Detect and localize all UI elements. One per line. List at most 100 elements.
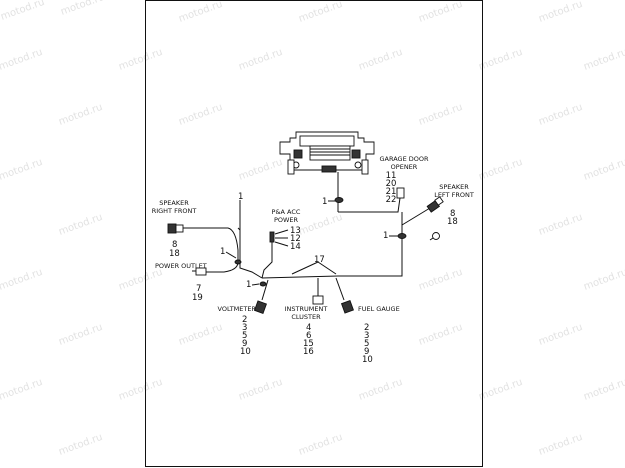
- power-outlet-connector: [192, 267, 207, 276]
- watermark: motod.ru: [537, 102, 584, 128]
- callout-number: 1: [220, 247, 225, 257]
- pa-acc-power-connector: [269, 231, 275, 243]
- callout-number: 14: [290, 242, 301, 252]
- watermark: motod.ru: [417, 102, 464, 128]
- callout-number: 2: [364, 323, 369, 333]
- watermark: motod.ru: [417, 267, 464, 293]
- component-labels: GARAGE DOOR OPENER SPEAKER LEFT FRONT SP…: [152, 155, 474, 321]
- watermark: motod.ru: [57, 212, 104, 238]
- watermark: motod.ru: [0, 47, 44, 73]
- label-voltmeter: VOLTMETER: [218, 305, 257, 313]
- callout-number: 13: [290, 226, 301, 236]
- watermark: motod.ru: [297, 212, 344, 238]
- watermark: motod.ru: [537, 0, 584, 25]
- watermark: motod.ru: [237, 47, 284, 73]
- callout-number: 9: [242, 339, 247, 349]
- watermark: motod.ru: [477, 377, 524, 403]
- watermark: motod.ru: [117, 377, 164, 403]
- callout-number: 18: [169, 249, 180, 259]
- watermark: motod.ru: [117, 47, 164, 73]
- callout-number: 10: [240, 347, 251, 357]
- watermark: motod.ru: [177, 322, 224, 348]
- label-instrument-cluster: INSTRUMENT: [285, 305, 328, 313]
- watermark: motod.ru: [297, 0, 344, 25]
- callout-number: 21: [386, 187, 397, 197]
- page-frame: [145, 0, 483, 467]
- callout-number: 1: [246, 280, 251, 290]
- callout-number: 12: [290, 234, 301, 244]
- watermark-layer: motod.ru motod.ru motod.ru motod.ru moto…: [0, 0, 625, 458]
- watermark: motod.ru: [237, 377, 284, 403]
- callout-number: 17: [314, 255, 325, 265]
- callout-number: 16: [303, 347, 314, 357]
- label-instrument-cluster: CLUSTER: [291, 313, 321, 321]
- callout-number: 8: [172, 240, 177, 250]
- callout-number: 3: [364, 331, 369, 341]
- speaker-left-front-connector: [426, 196, 444, 213]
- voltmeter-connector: [253, 300, 267, 314]
- watermark: motod.ru: [57, 432, 104, 458]
- callout-number: 5: [364, 339, 369, 349]
- watermark: motod.ru: [59, 0, 106, 18]
- callout-number: 20: [386, 179, 397, 189]
- watermark: motod.ru: [582, 47, 625, 73]
- garage-door-opener-bracket: [279, 131, 375, 175]
- watermark: motod.ru: [57, 322, 104, 348]
- watermark: motod.ru: [537, 212, 584, 238]
- callout-number: 3: [242, 323, 247, 333]
- callout-number: 10: [362, 355, 373, 365]
- callout-number: 6: [306, 331, 311, 341]
- watermark: motod.ru: [0, 377, 44, 403]
- label-speaker-right-front: RIGHT FRONT: [152, 207, 197, 215]
- watermark: motod.ru: [0, 157, 44, 183]
- watermark: motod.ru: [177, 102, 224, 128]
- callout-number: 5: [242, 331, 247, 341]
- watermark: motod.ru: [237, 157, 284, 183]
- label-garage-door-opener: OPENER: [391, 163, 418, 171]
- label-pa-acc-power: P&A ACC: [272, 208, 301, 216]
- garage-door-opener-connector: [396, 187, 405, 199]
- speaker-right-front-connector: [167, 223, 184, 234]
- callout-number: 2: [242, 315, 247, 325]
- callout-number: 8: [450, 209, 455, 219]
- callout-number: 22: [386, 195, 397, 205]
- watermark: motod.ru: [417, 322, 464, 348]
- harness-clamps: [234, 197, 407, 287]
- spare-plug: [429, 232, 440, 241]
- watermark: motod.ru: [0, 0, 46, 23]
- label-speaker-left-front: SPEAKER: [439, 183, 469, 191]
- watermark: motod.ru: [582, 157, 625, 183]
- watermark: motod.ru: [417, 0, 464, 25]
- callout-number: 15: [303, 339, 314, 349]
- callout-number: 1: [322, 197, 327, 207]
- callout-number: 1: [238, 192, 243, 202]
- wiring-harness: [182, 172, 431, 301]
- callout-number: 18: [447, 217, 458, 227]
- label-power-outlet: POWER OUTLET: [155, 262, 207, 270]
- watermark: motod.ru: [582, 377, 625, 403]
- instrument-cluster-connector: [312, 295, 324, 305]
- watermark: motod.ru: [0, 267, 44, 293]
- callout-number: 9: [364, 347, 369, 357]
- label-pa-acc-power: POWER: [274, 216, 299, 224]
- callout-number: 4: [306, 323, 311, 333]
- label-speaker-right-front: SPEAKER: [159, 199, 189, 207]
- watermark: motod.ru: [357, 377, 404, 403]
- label-fuel-gauge: FUEL GAUGE: [358, 305, 400, 313]
- watermark: motod.ru: [537, 322, 584, 348]
- callout-numbers: 11 20 21 22 8 18 8 18 13 12 14 7 19 2 3 …: [169, 171, 458, 365]
- watermark: motod.ru: [582, 267, 625, 293]
- callout-number: 19: [192, 293, 203, 303]
- watermark: motod.ru: [357, 47, 404, 73]
- callout-number: 11: [386, 171, 397, 181]
- callout-number: 7: [196, 284, 201, 294]
- watermark: motod.ru: [537, 432, 584, 458]
- label-speaker-left-front: LEFT FRONT: [434, 191, 474, 199]
- connectors: [167, 187, 444, 314]
- watermark: motod.ru: [177, 0, 224, 25]
- label-garage-door-opener: GARAGE DOOR: [379, 155, 429, 163]
- watermark: motod.ru: [57, 102, 104, 128]
- watermark: motod.ru: [477, 47, 524, 73]
- watermark: motod.ru: [477, 157, 524, 183]
- fuel-gauge-connector: [340, 300, 354, 314]
